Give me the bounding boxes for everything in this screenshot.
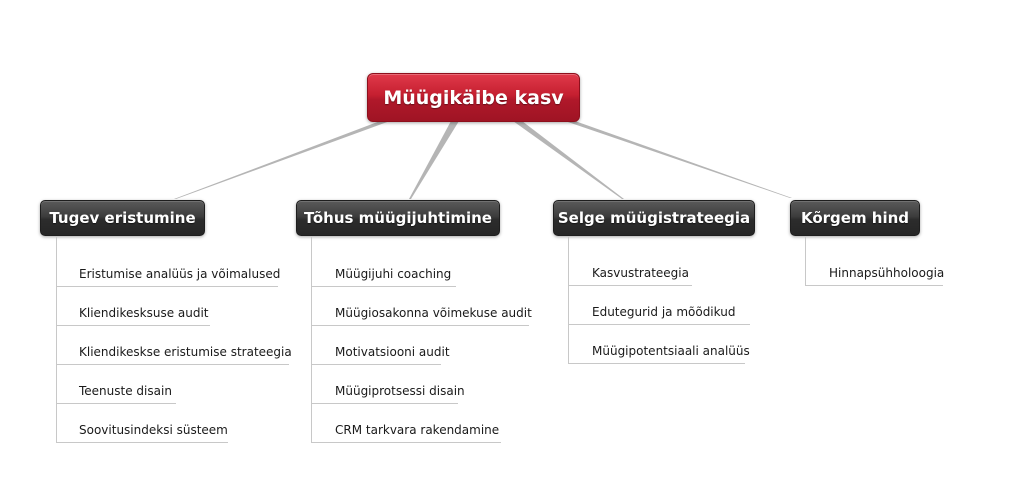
tree-line xyxy=(56,236,57,442)
subtopic-label: Eristumise analüüs ja võimalused xyxy=(79,267,281,281)
subtopic-item[interactable]: Motivatsiooni audit xyxy=(311,326,450,365)
branch-tohus-muugijuhtimine[interactable]: Tõhus müügijuhtimine xyxy=(296,200,500,236)
subtopic-item[interactable]: Teenuste disain xyxy=(56,365,176,404)
subtopic-label: Teenuste disain xyxy=(79,384,172,398)
branch-label: Selge müügistrateegia xyxy=(557,209,751,227)
root-topic-label: Müügikäibe kasv xyxy=(383,86,564,109)
subtopic-item[interactable]: Müügiosakonna võimekuse audit xyxy=(311,287,532,326)
subtopic-label: Soovitusindeksi süsteem xyxy=(79,423,228,437)
subtopic-item[interactable]: Kliendikesksuse audit xyxy=(56,287,210,326)
connector-tugev xyxy=(174,121,390,199)
subtopic-item[interactable]: Kliendikeskse eristumise strateegia xyxy=(56,326,292,365)
subtopic-item[interactable]: Soovitusindeksi süsteem xyxy=(56,404,228,443)
subtopic-label: Kliendikesksuse audit xyxy=(79,306,209,320)
subtopic-label: Müügiprotsessi disain xyxy=(335,384,465,398)
subtopic-item[interactable]: Müügijuhi coaching xyxy=(311,248,456,287)
subtopic-label: CRM tarkvara rakendamine xyxy=(335,423,500,437)
subtopic-item[interactable]: Kasvustrateegia xyxy=(568,247,692,286)
subtopic-label: Müügiosakonna võimekuse audit xyxy=(335,306,532,320)
subtopic-item[interactable]: Eristumise analüüs ja võimalused xyxy=(56,248,281,287)
branch-label: Tõhus müügijuhtimine xyxy=(304,209,492,227)
subtopic-label: Kliendikeskse eristumise strateegia xyxy=(79,345,292,359)
subtopic-label: Edutegurid ja mõõdikud xyxy=(592,305,736,319)
subtopic-item[interactable]: CRM tarkvara rakendamine xyxy=(311,404,501,443)
tree-line xyxy=(311,236,312,442)
branch-korgem-hind[interactable]: Kõrgem hind xyxy=(790,200,920,236)
connector-tohus xyxy=(409,121,459,199)
root-topic[interactable]: Müügikäibe kasv xyxy=(367,73,580,122)
tree-line xyxy=(805,236,806,286)
subtopic-item[interactable]: Müügiprotsessi disain xyxy=(311,365,465,404)
subtopic-item[interactable]: Hinnapsühholoogia xyxy=(805,247,945,286)
connector-selge xyxy=(513,121,624,199)
subtopic-item[interactable]: Müügipotentsiaali analüüs xyxy=(568,325,750,364)
branch-label: Kõrgem hind xyxy=(800,209,910,227)
branch-tugev-eristumine[interactable]: Tugev eristumine xyxy=(40,200,205,236)
connector-korgem xyxy=(565,121,792,198)
tree-line xyxy=(568,236,569,364)
branch-label: Tugev eristumine xyxy=(49,209,196,227)
subtopic-label: Motivatsiooni audit xyxy=(335,345,450,359)
subtopic-item[interactable]: Edutegurid ja mõõdikud xyxy=(568,286,750,325)
subtopic-label: Hinnapsühholoogia xyxy=(829,266,945,280)
subtopic-label: Müügipotentsiaali analüüs xyxy=(592,344,750,358)
branch-selge-muugistrateegia[interactable]: Selge müügistrateegia xyxy=(553,200,755,236)
subtopic-label: Kasvustrateegia xyxy=(592,266,689,280)
subtopic-label: Müügijuhi coaching xyxy=(335,267,452,281)
